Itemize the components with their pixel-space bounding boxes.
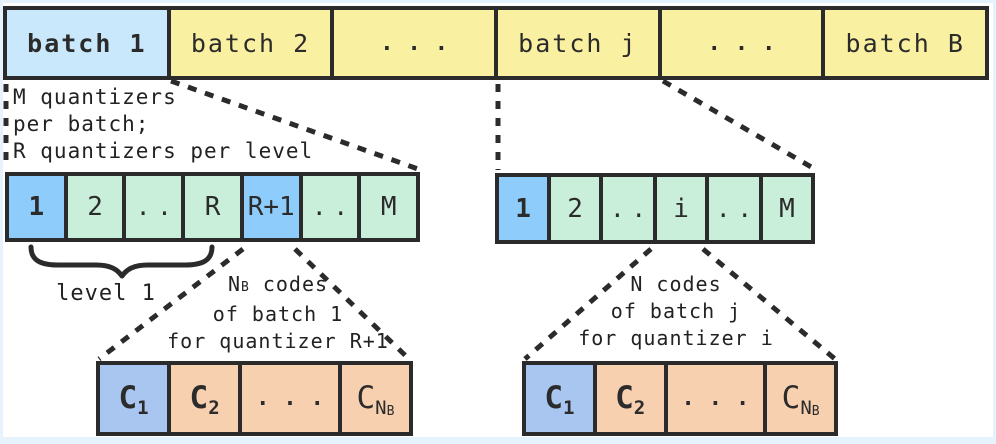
quantizer-1-box: 1 <box>9 176 64 238</box>
quantizers-note-line3: R quantizers per level <box>13 139 314 163</box>
codes-note-N: N <box>227 272 241 296</box>
quantizer-row-batch1: 1 2 .. R R+1 .. M <box>5 172 420 242</box>
code-cnb-subsub: B <box>386 404 395 419</box>
quantizer-1-box-j: 1 <box>499 177 548 240</box>
codes-note-batch1-line3: for quantizer R+1 <box>167 329 389 353</box>
quantizer-ellipsis-box-j2: .. <box>705 177 759 240</box>
batch-1-box: batch 1 <box>7 10 167 76</box>
codes-note-batch1-line1: NB codes <box>126 271 430 301</box>
quantizer-ellipsis-box-2: .. <box>298 176 358 238</box>
code-c1-main: C <box>118 380 138 416</box>
code-cnb-sub: N <box>375 397 387 419</box>
code-c1-main-j: C <box>544 380 563 416</box>
quantizer-2-box-j: 2 <box>547 177 600 240</box>
quantizer-2-box: 2 <box>63 176 123 238</box>
code-cnb-subsub-j: B <box>811 404 820 419</box>
quantizer-M-box: M <box>357 176 417 238</box>
batch-row: batch 1 batch 2 ... batch j ... batch B <box>3 6 989 80</box>
batch-j-box: batch j <box>494 10 658 76</box>
code-ellipsis-box-j: ... <box>663 365 764 432</box>
level1-label: level 1 <box>56 281 156 306</box>
code-ellipsis-box: ... <box>238 365 338 432</box>
code-c1-sub-j: 1 <box>562 397 575 419</box>
batch-B-box: batch B <box>821 10 986 76</box>
quantizer-ellipsis-box: .. <box>122 176 182 238</box>
codes-note-batchj: N codes of batch j for quantizer i <box>518 271 834 352</box>
codes-note-batchj-line2: of batch j <box>610 299 742 323</box>
code-c2-sub-j: 2 <box>633 397 646 419</box>
quantizer-R1-box: R+1 <box>239 176 299 238</box>
codes-note-batchj-line3: for quantizer i <box>578 326 774 350</box>
code-c1-sub: 1 <box>137 397 149 419</box>
quantizers-note-line2: per batch; <box>13 112 150 136</box>
codes-note-batchj-line1: N codes <box>630 272 722 296</box>
code-c2-main-j: C <box>615 380 634 416</box>
quantizers-note: M quantizers per batch; R quantizers per… <box>13 84 313 165</box>
code-cnb-main-j: C <box>781 380 801 416</box>
batch-ellipsis-box-1: ... <box>330 10 495 76</box>
codes-note-batch1-line2: of batch 1 <box>212 302 344 326</box>
quantizer-R-box: R <box>181 176 240 238</box>
batch-2-box: batch 2 <box>166 10 331 76</box>
quantizer-i-box: i <box>653 177 706 240</box>
quantizer-M-box-j: M <box>758 177 811 240</box>
code-cnb-sub-j: N <box>800 397 812 419</box>
quantizer-ellipsis-box-j1: .. <box>599 177 653 240</box>
codes-note-N-sub: B <box>240 280 250 295</box>
code-cnb-main: C <box>356 380 376 416</box>
code-c2-sub: 2 <box>208 397 220 419</box>
quantizers-note-line1: M quantizers <box>13 85 177 109</box>
quantizer-row-batchj: 1 2 .. i .. M <box>495 173 815 244</box>
codes-note-batch1: NB codes of batch 1 for quantizer R+1 <box>126 271 430 355</box>
codes-note-codes-word: codes <box>249 272 329 296</box>
code-c2-main: C <box>189 380 209 416</box>
batch-ellipsis-box-2: ... <box>657 10 822 76</box>
